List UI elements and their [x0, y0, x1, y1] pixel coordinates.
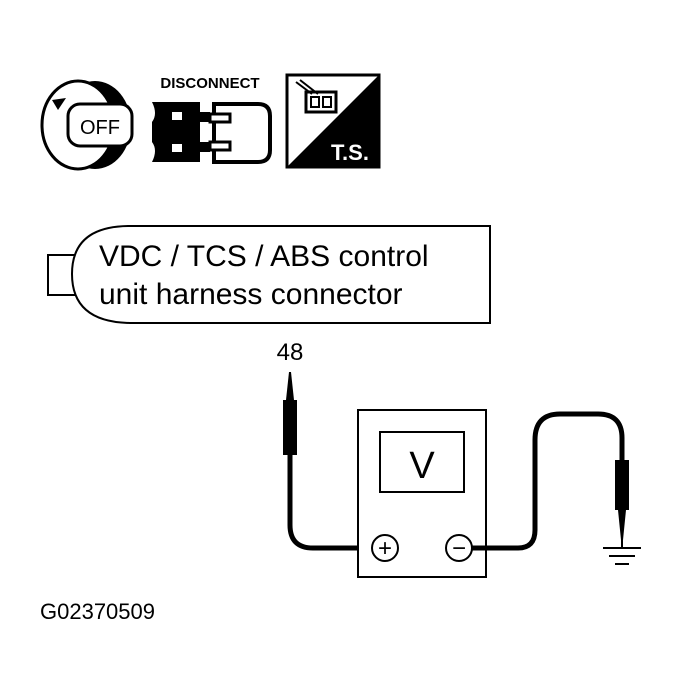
connector-disconnect-icon: DISCONNECT	[152, 75, 272, 164]
negative-symbol: −	[452, 535, 466, 562]
terminal-number-label: 48	[277, 339, 304, 366]
harness-connector-callout: VDC / TCS / ABS control unit harness con…	[47, 225, 491, 324]
figure-code: G02370509	[40, 599, 155, 624]
meter-display-label: V	[409, 445, 435, 487]
connector-label-line2: unit harness connector	[99, 278, 403, 311]
positive-symbol: +	[378, 535, 392, 562]
voltmeter: V + −	[357, 409, 487, 578]
negative-probe	[472, 411, 629, 551]
ignition-off-label: OFF	[80, 117, 120, 139]
ts-label: T.S.	[331, 140, 369, 165]
meter-display	[379, 431, 465, 493]
disconnect-label: DISCONNECT	[160, 75, 259, 92]
positive-terminal	[371, 534, 399, 562]
ground-symbol-icon	[603, 540, 641, 565]
ignition-key-icon: OFF	[40, 79, 134, 171]
connector-label-line1: VDC / TCS / ABS control	[99, 240, 429, 273]
positive-probe	[283, 372, 372, 551]
trouble-shooting-harness-icon: T.S.	[285, 73, 381, 169]
